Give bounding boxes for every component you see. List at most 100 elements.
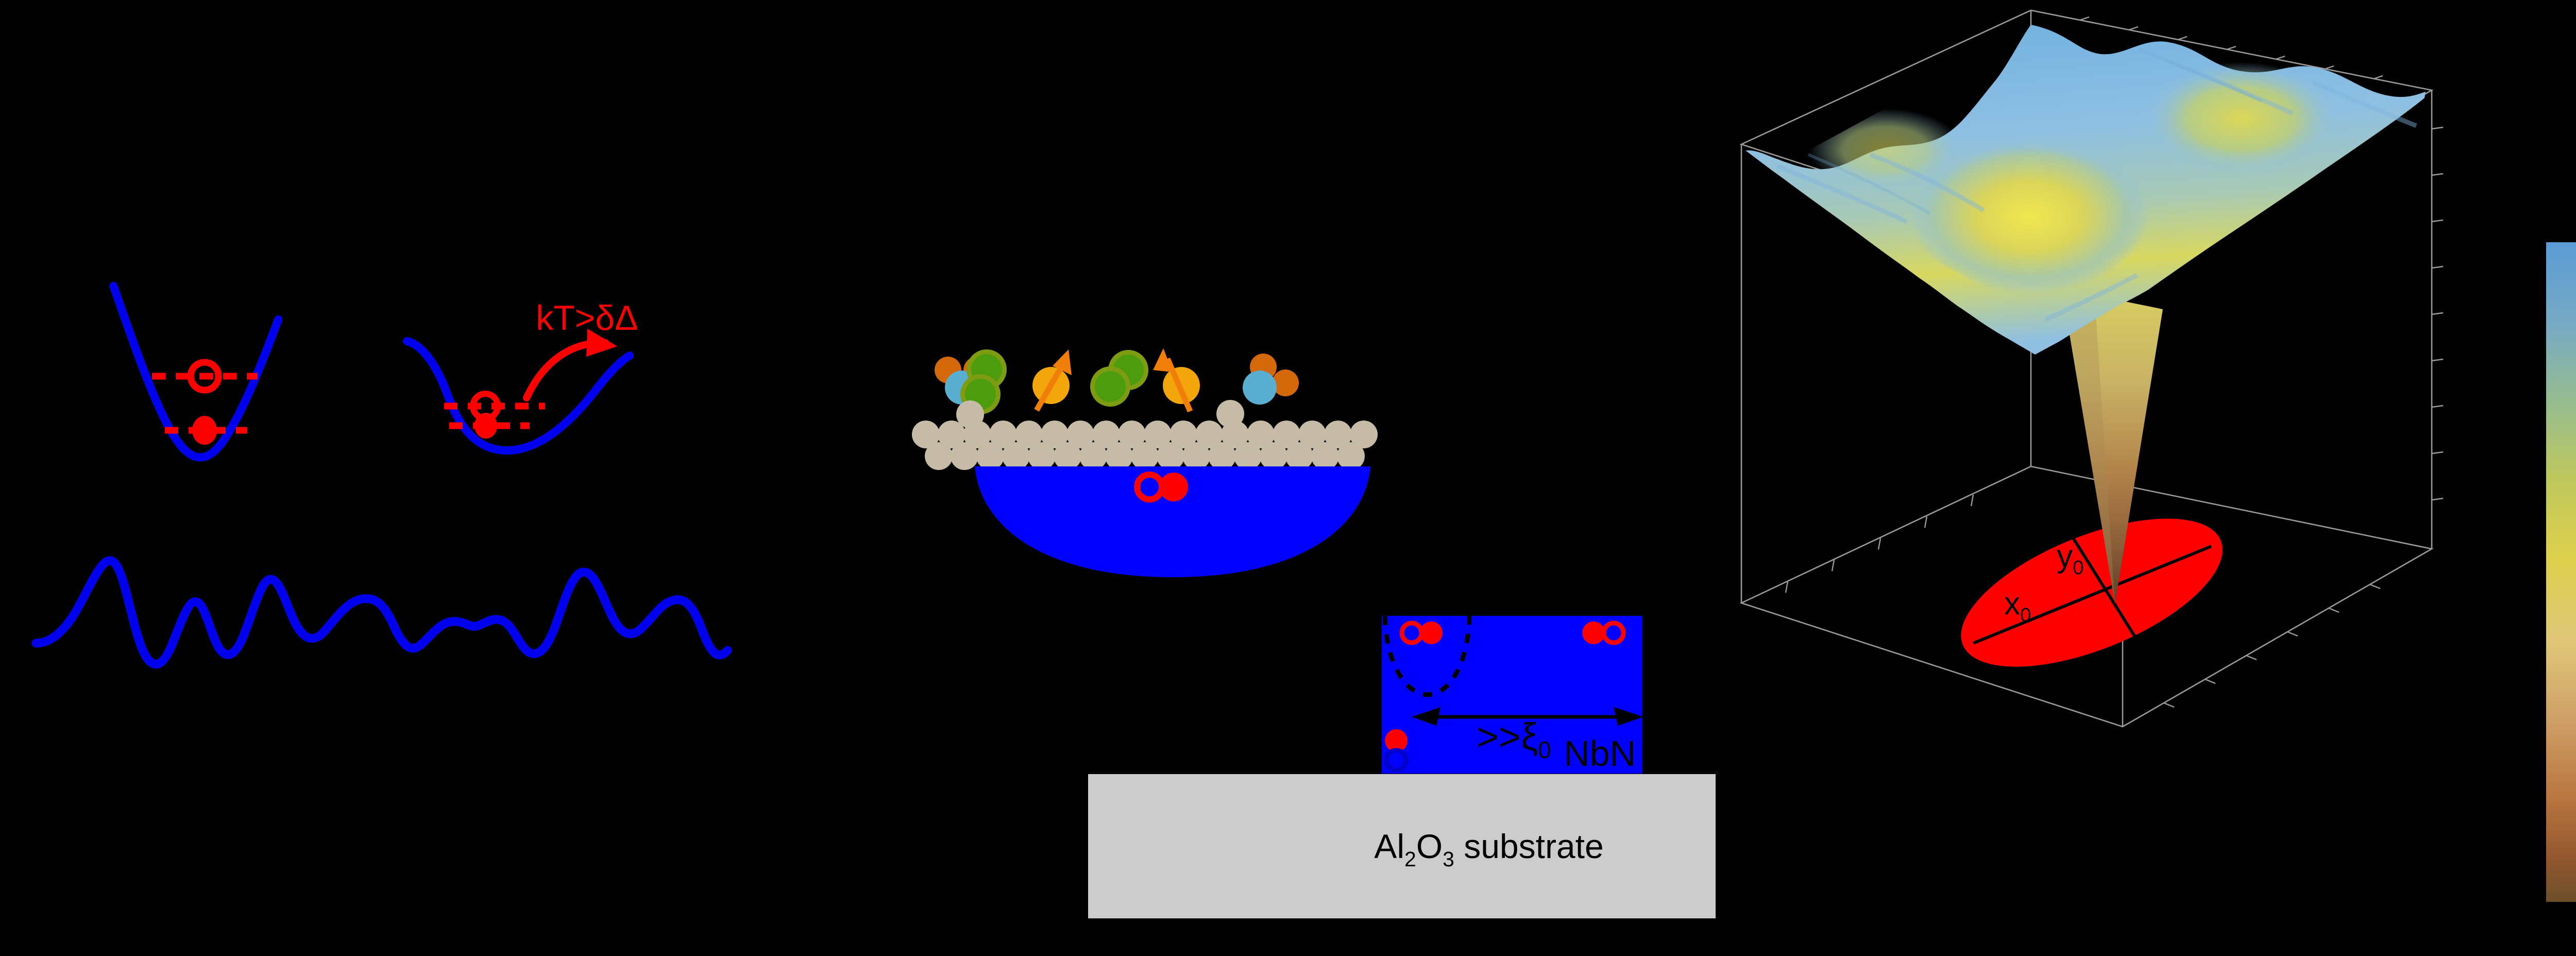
lattice-atom	[1182, 442, 1210, 470]
panel-nbn-film: Al2O3 substrate >>ξ0 NbN	[1056, 593, 1757, 923]
lattice-atom	[1157, 442, 1184, 470]
coherence-length-dashed-arc	[1382, 615, 1472, 697]
spin-arrow-shaft-icon	[1164, 357, 1193, 413]
excited-level-marker-open-circle	[187, 359, 222, 394]
panel-potential-wells: kT>δΔ	[0, 0, 773, 722]
lattice-atom	[1066, 421, 1094, 448]
adsorbate-water-right	[1243, 354, 1299, 405]
downward-cone-spike	[2062, 289, 2163, 604]
symmetric-double-well	[109, 282, 282, 462]
adsorbate-spin-left	[1032, 349, 1072, 412]
lattice-atom	[1105, 442, 1133, 470]
lattice-atom	[989, 421, 1017, 448]
adsorbate-oxygen-right	[1090, 350, 1148, 407]
axis-ticks-bottom-left	[1785, 494, 1974, 593]
x0-label: x0	[2004, 586, 2031, 626]
lattice-atom	[1170, 421, 1197, 448]
lattice-atom	[1131, 442, 1159, 470]
lattice-atom	[1092, 421, 1120, 448]
hot-spot-ellipse: x0 y0	[1961, 518, 2223, 667]
random-potential-landscape	[31, 556, 732, 669]
lattice-atom	[1015, 421, 1043, 448]
symmetric-well-curve	[109, 282, 282, 462]
lattice-atom	[1079, 442, 1107, 470]
lattice-atom	[1311, 442, 1339, 470]
surface-ripples-secondary	[1807, 48, 2263, 215]
superconducting-condensate-bowl	[975, 466, 1370, 577]
ellipse-minor-axis-line	[2070, 534, 2144, 649]
lattice-atom	[1208, 442, 1236, 470]
colorbar-gradient	[2546, 242, 2576, 902]
cooper-pair-filled-electron	[1420, 622, 1443, 644]
nbn-label: NbN	[1564, 733, 1636, 774]
spin-arrow-head-icon	[1053, 349, 1072, 375]
asymmetric-well-curve	[403, 337, 634, 455]
lattice-atom	[1260, 442, 1287, 470]
minor-depression-left	[1808, 108, 1963, 191]
cooper-pair-open-electron	[1384, 748, 1409, 773]
lattice-atom	[963, 421, 991, 448]
panel-3d-surface: x0 y0	[1716, 0, 2576, 956]
axis-ticks-top-right	[2079, 16, 2383, 80]
lattice-atom	[1221, 421, 1249, 448]
o-atom-icon	[1095, 371, 1126, 402]
disorder-landscape-curve	[31, 556, 732, 669]
hot-spot-ellipse-shape	[1961, 518, 2223, 667]
cooper-pair-top-left	[1399, 620, 1443, 645]
spin-arrow-head-icon	[1153, 348, 1173, 372]
lattice-atom	[1041, 421, 1069, 448]
lattice-atom	[1350, 421, 1378, 448]
y0-label: y0	[2057, 539, 2083, 579]
ground-level-marker-filled-circle	[192, 416, 217, 445]
lattice-atom	[951, 442, 978, 470]
length-scale-arrow-head-right	[1614, 707, 1643, 726]
lattice-atom	[1324, 421, 1352, 448]
coherence-length-label: >>ξ0	[1476, 715, 1551, 763]
adsorbate-spin-right	[1153, 348, 1200, 413]
cooper-pair-top-right	[1582, 620, 1626, 645]
cone-shading-left	[2062, 289, 2115, 604]
length-scale-arrow-head-left	[1412, 707, 1440, 726]
asymmetric-tilted-well: kT>δΔ	[403, 298, 638, 455]
lattice-atoms	[912, 400, 1378, 470]
lattice-atom	[1337, 442, 1365, 470]
o-atom-icon	[1243, 371, 1277, 405]
lattice-atom	[976, 442, 1004, 470]
secondary-depression	[2143, 62, 2339, 175]
axis-ticks-right-vertical	[2431, 126, 2444, 501]
surface-ripples	[1776, 59, 2417, 322]
cooper-pair-filled-electron	[1582, 622, 1605, 644]
lattice-atom	[1273, 421, 1300, 448]
lattice-atom	[1144, 421, 1172, 448]
order-parameter-surface	[1745, 25, 2426, 355]
lattice-atom	[1118, 421, 1146, 448]
ellipse-major-axis-line	[1972, 545, 2212, 645]
main-depression	[1911, 139, 2148, 294]
substrate-label: Al2O3 substrate	[1374, 827, 1603, 871]
thermal-activation-arrow-head	[586, 329, 617, 357]
cooper-pair	[1134, 472, 1188, 502]
cooper-pair-filled-electron	[1159, 473, 1188, 501]
lattice-atom	[925, 442, 953, 470]
cooper-pair-filled-electron	[1385, 729, 1408, 752]
lattice-atom	[1028, 442, 1056, 470]
sapphire-substrate-block	[1088, 774, 1716, 918]
lattice-atom	[1195, 421, 1223, 448]
cooper-pair-bottom-left	[1384, 729, 1409, 773]
ground-level-marker-filled-circle-tilted	[474, 413, 497, 439]
cooper-pair-open-electron	[1601, 620, 1626, 645]
lattice-atom	[1002, 442, 1030, 470]
lattice-atom	[1234, 442, 1262, 470]
lattice-atom	[1298, 421, 1326, 448]
surface-colorbar	[2546, 242, 2576, 902]
axis-ticks-bottom-front	[2163, 583, 2381, 708]
panel-surface-adsorbates	[876, 309, 1468, 577]
box-bottom-face	[1739, 465, 2434, 728]
thermal-energy-label: kT>δΔ	[536, 298, 638, 338]
lattice-atom	[1285, 442, 1313, 470]
lattice-atom	[1247, 421, 1275, 448]
h-atom-icon	[1272, 370, 1299, 396]
lattice-atom	[938, 421, 965, 448]
lattice-atom	[912, 421, 940, 448]
